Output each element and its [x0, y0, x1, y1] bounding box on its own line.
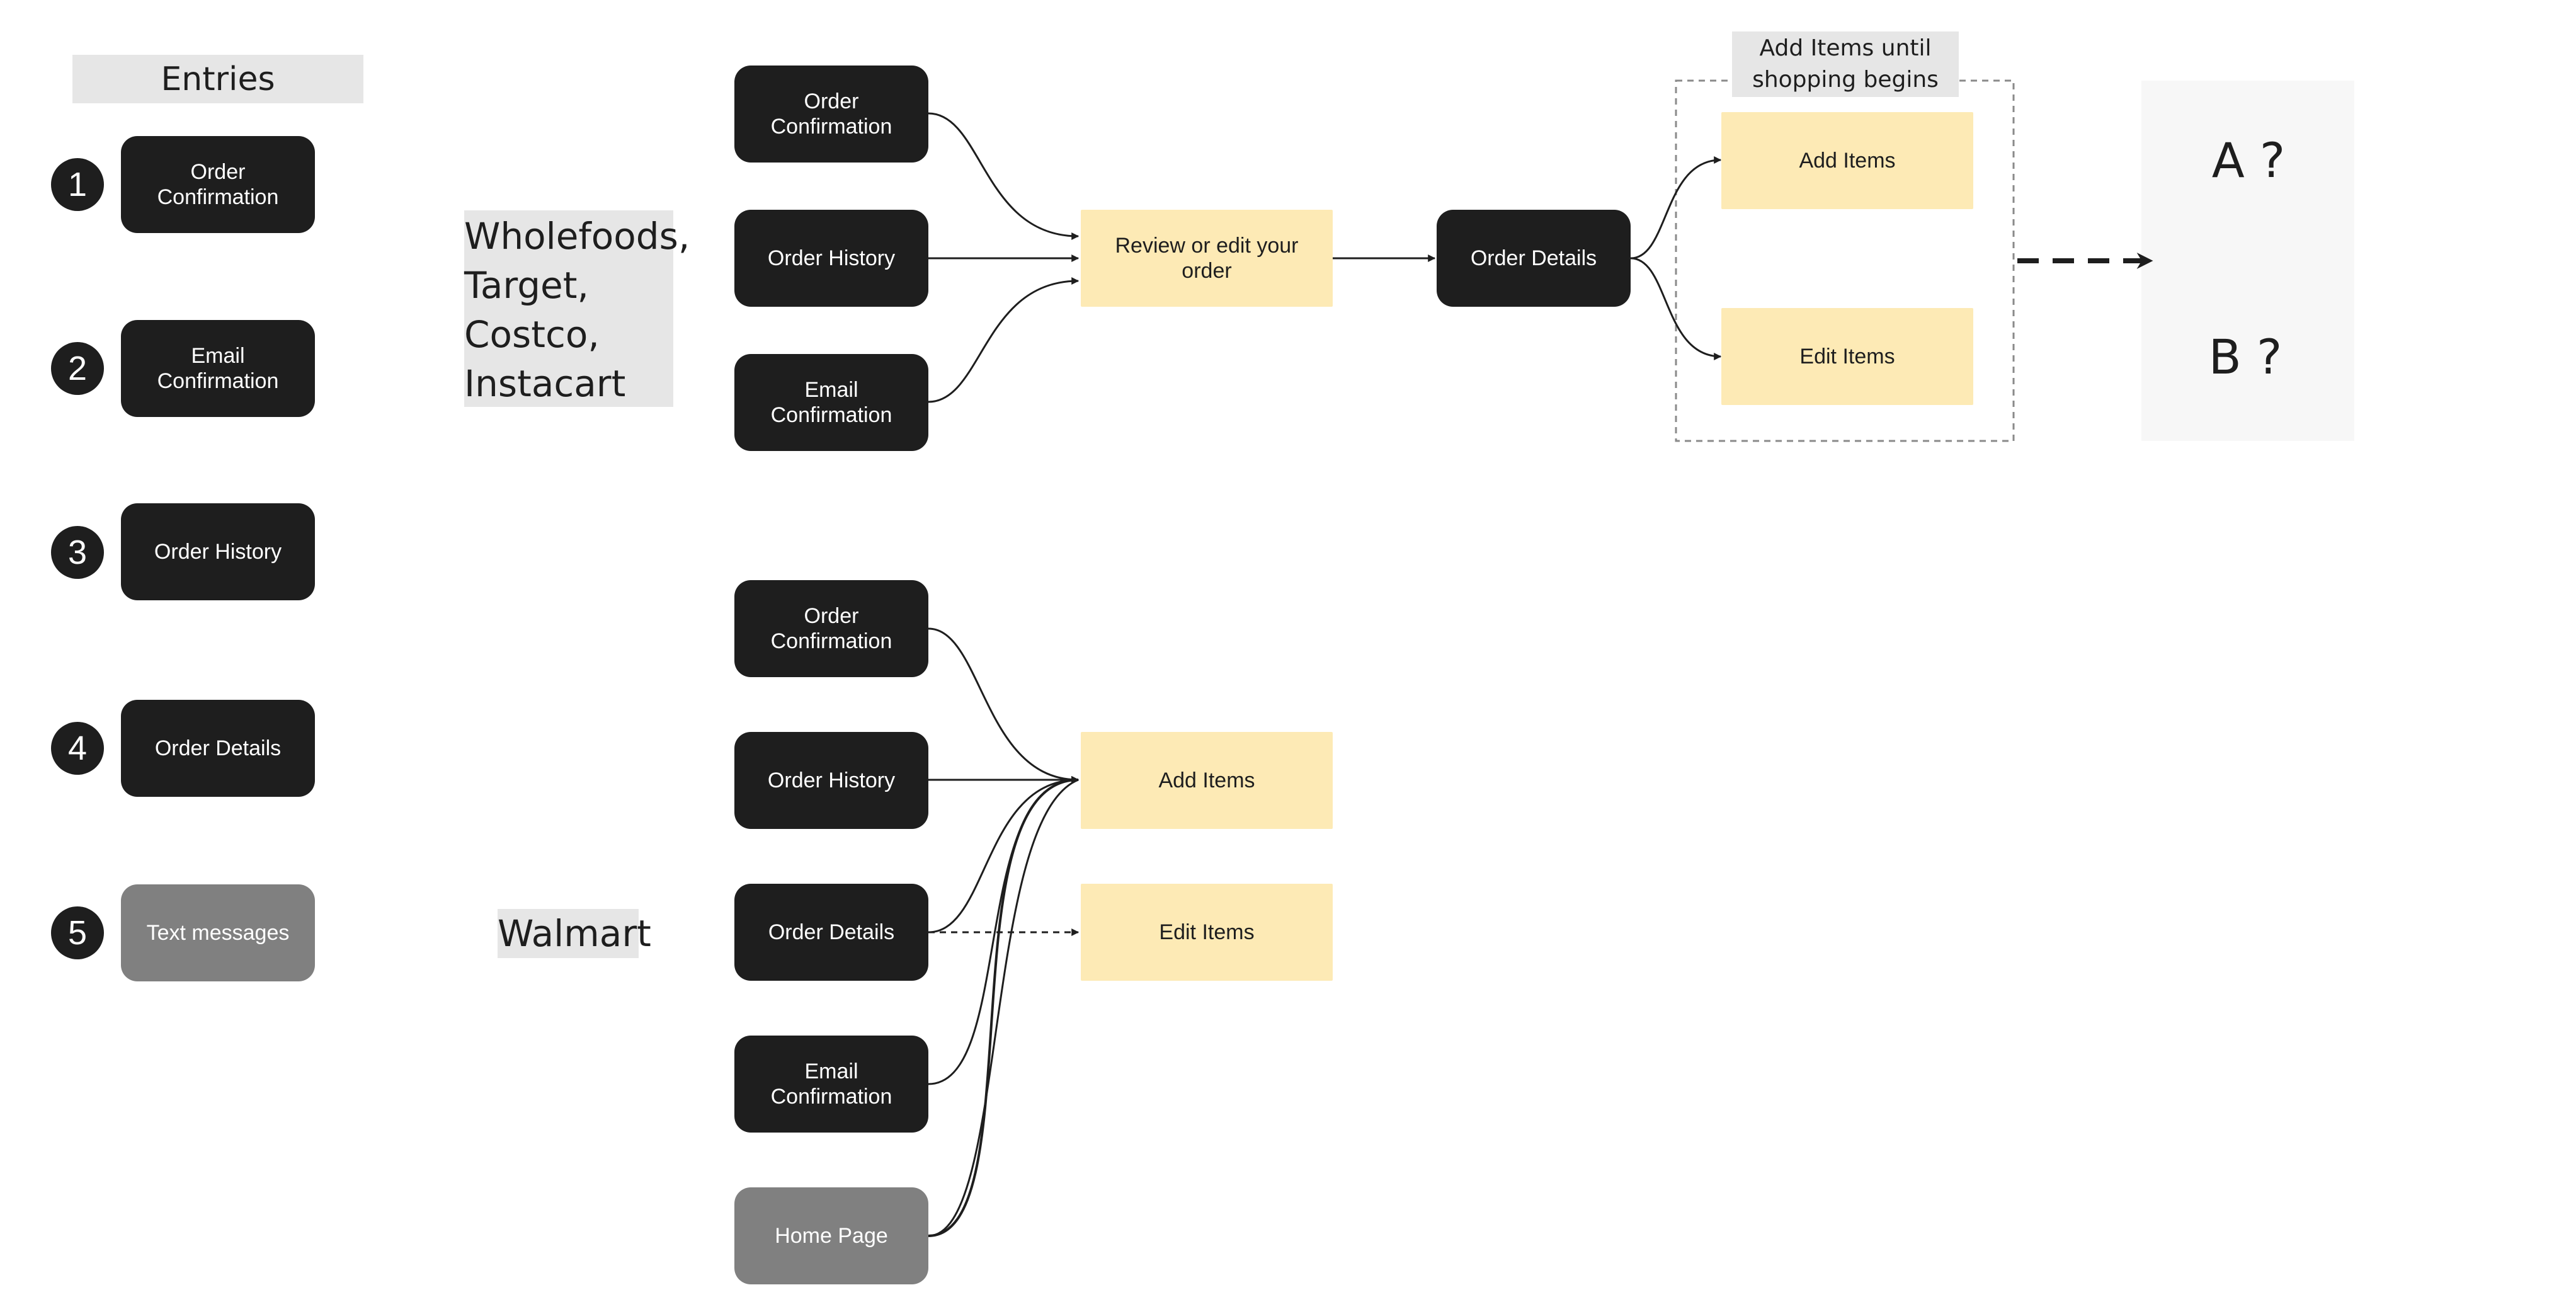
- entry-text-messages[interactable]: Text messages: [121, 884, 315, 981]
- entry-number-5: 5: [51, 906, 104, 959]
- bottom-source-email-confirmation[interactable]: Email Confirmation: [734, 1036, 928, 1133]
- top-add-items[interactable]: Add Items: [1721, 112, 1973, 209]
- bottom-source-order-details[interactable]: Order Details: [734, 884, 928, 981]
- entry-order-history[interactable]: Order History: [121, 503, 315, 600]
- edge-bottom-home-page-to-add-items: [928, 776, 1080, 1237]
- edge-top-email-to-review: [928, 277, 1080, 403]
- bottom-source-order-history[interactable]: Order History: [734, 732, 928, 829]
- retailer-label-top: Wholefoods, Target, Costco, Instacart: [464, 210, 690, 407]
- top-order-details[interactable]: Order Details: [1437, 210, 1631, 307]
- top-source-order-history[interactable]: Order History: [734, 210, 928, 307]
- top-source-order-confirmation[interactable]: Order Confirmation: [734, 66, 928, 163]
- edge-order-details-to-edit-items: [1630, 257, 1722, 360]
- top-source-email-confirmation[interactable]: Email Confirmation: [734, 354, 928, 451]
- entry-number-3: 3: [51, 526, 104, 579]
- entry-order-confirmation[interactable]: Order Confirmation: [121, 136, 315, 233]
- bottom-add-items[interactable]: Add Items: [1081, 732, 1333, 829]
- edge-bottom-home-page-to-add-items-2: [928, 779, 1079, 1237]
- entry-email-confirmation[interactable]: Email Confirmation: [121, 320, 315, 417]
- option-a: A ?: [2211, 132, 2286, 188]
- review-or-edit-order[interactable]: Review or edit your order: [1081, 210, 1333, 307]
- bottom-source-order-confirmation[interactable]: Order Confirmation: [734, 580, 928, 677]
- add-items-group-border: [1675, 79, 2015, 442]
- entry-number-4: 4: [51, 722, 104, 775]
- retailer-label-walmart: Walmart: [498, 909, 651, 958]
- bottom-source-home-page[interactable]: Home Page: [734, 1187, 928, 1284]
- top-edit-items[interactable]: Edit Items: [1721, 308, 1973, 405]
- entry-number-1: 1: [51, 158, 104, 211]
- edge-bottom-order-details-to-add-items: [928, 776, 1080, 934]
- add-items-group-label: Add Items until shopping begins: [1732, 31, 1959, 97]
- option-b: B ?: [2208, 329, 2282, 385]
- options-panel: [2141, 81, 2354, 441]
- edge-top-confirmation-to-review: [928, 112, 1080, 240]
- bottom-edit-items[interactable]: Edit Items: [1081, 884, 1333, 981]
- entry-number-2: 2: [51, 342, 104, 395]
- entries-title: Entries: [72, 55, 363, 103]
- entry-order-details[interactable]: Order Details: [121, 700, 315, 797]
- edge-order-details-to-add-items: [1630, 156, 1722, 260]
- edge-bottom-confirmation-to-add-items: [928, 627, 1080, 784]
